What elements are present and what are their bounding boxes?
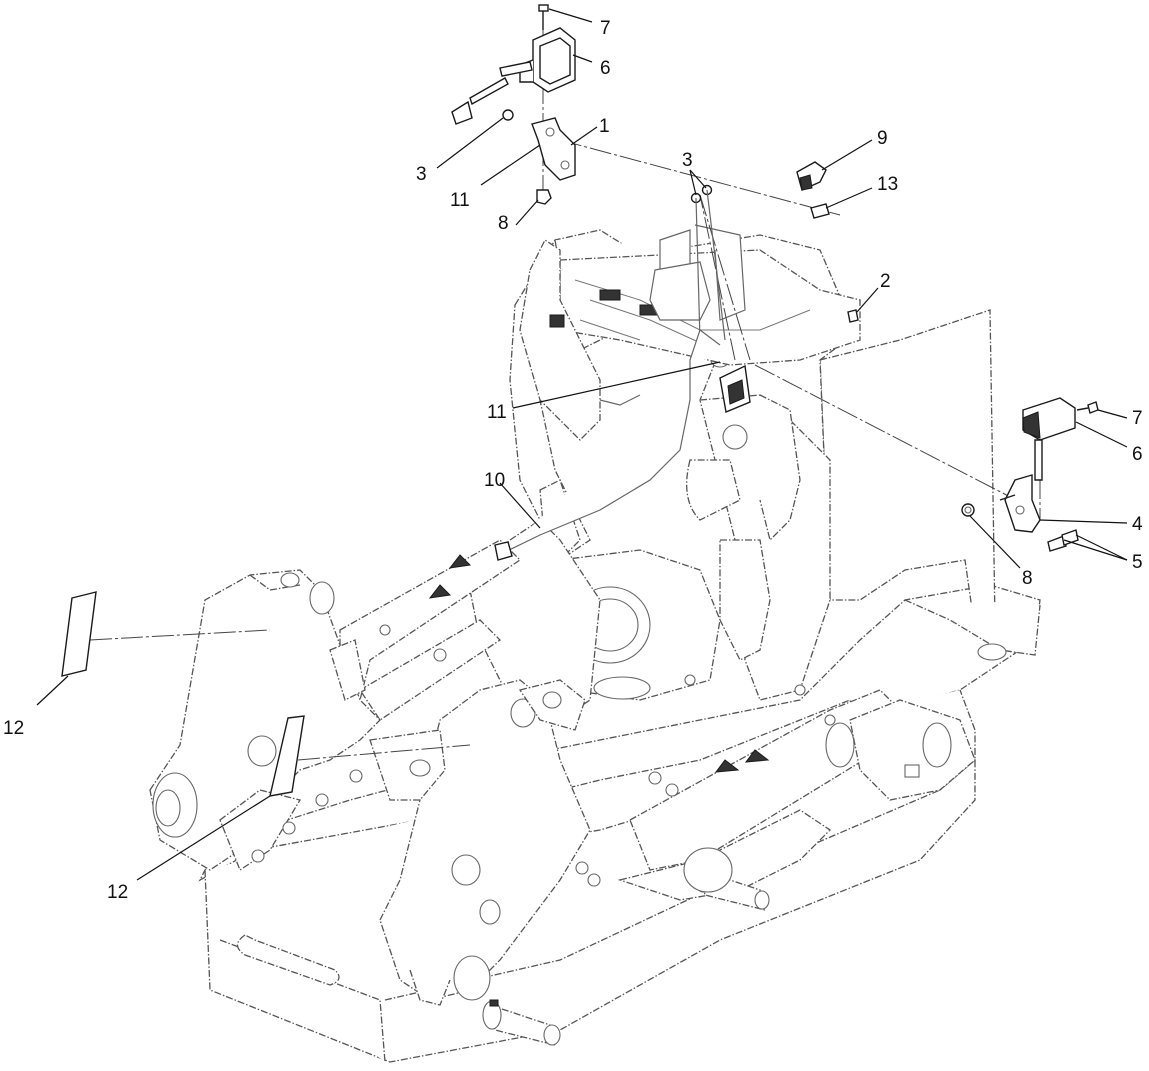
callout-labels: 7 6 1 3 11 8 3 9 13 2 11 10 7 6 4 5 8 12… bbox=[3, 18, 1143, 903]
callout-11-center[interactable]: 11 bbox=[487, 402, 507, 423]
callout-13[interactable]: 13 bbox=[877, 174, 898, 195]
part-bracket-right bbox=[999, 474, 1041, 533]
left-lift-arm bbox=[149, 569, 381, 871]
callout-6-right[interactable]: 6 bbox=[1132, 444, 1143, 465]
part-13 bbox=[810, 203, 830, 219]
callout-10[interactable]: 10 bbox=[484, 470, 505, 491]
part-bolt-top bbox=[538, 4, 549, 30]
callout-1[interactable]: 1 bbox=[599, 116, 610, 137]
part-nut-right bbox=[961, 503, 975, 517]
part-nuts-center bbox=[690, 184, 726, 341]
part-switch-right bbox=[1022, 397, 1076, 481]
part-screws-5 bbox=[1047, 529, 1079, 552]
callout-12-bottom[interactable]: 12 bbox=[107, 882, 128, 903]
part-decal-12a bbox=[61, 591, 97, 677]
part-2 bbox=[847, 309, 859, 323]
part-bracket-center bbox=[719, 364, 751, 413]
callout-8-right[interactable]: 8 bbox=[1022, 568, 1033, 589]
leader-lines bbox=[36, 8, 1128, 881]
part-switch-9 bbox=[796, 161, 827, 191]
callout-2[interactable]: 2 bbox=[880, 271, 891, 292]
part-decal-12b bbox=[269, 715, 305, 797]
control-lever bbox=[649, 224, 746, 321]
frame-hardware bbox=[251, 624, 836, 887]
frame-decals bbox=[428, 289, 770, 1007]
callout-6-top[interactable]: 6 bbox=[600, 58, 611, 79]
part-bolt-right bbox=[1076, 401, 1099, 414]
part-switch-top bbox=[451, 27, 576, 125]
callout-11-top[interactable]: 11 bbox=[450, 190, 470, 211]
right-lift-arm bbox=[369, 679, 770, 1046]
assembly-lines bbox=[89, 20, 1041, 761]
callout-12-left[interactable]: 12 bbox=[3, 718, 24, 739]
part-nut-top bbox=[536, 189, 552, 205]
callout-4[interactable]: 4 bbox=[1132, 514, 1143, 535]
callout-7-right[interactable]: 7 bbox=[1132, 408, 1143, 429]
part-nut-left bbox=[502, 109, 514, 121]
part-bracket-top bbox=[531, 117, 576, 181]
callout-3-left[interactable]: 3 bbox=[416, 164, 427, 185]
callout-8-top[interactable]: 8 bbox=[498, 213, 509, 234]
part-cable bbox=[494, 329, 721, 561]
callout-5[interactable]: 5 bbox=[1132, 552, 1143, 573]
callout-3-center[interactable]: 3 bbox=[682, 150, 693, 171]
callout-7-top[interactable]: 7 bbox=[600, 18, 611, 39]
callout-9[interactable]: 9 bbox=[877, 128, 888, 149]
